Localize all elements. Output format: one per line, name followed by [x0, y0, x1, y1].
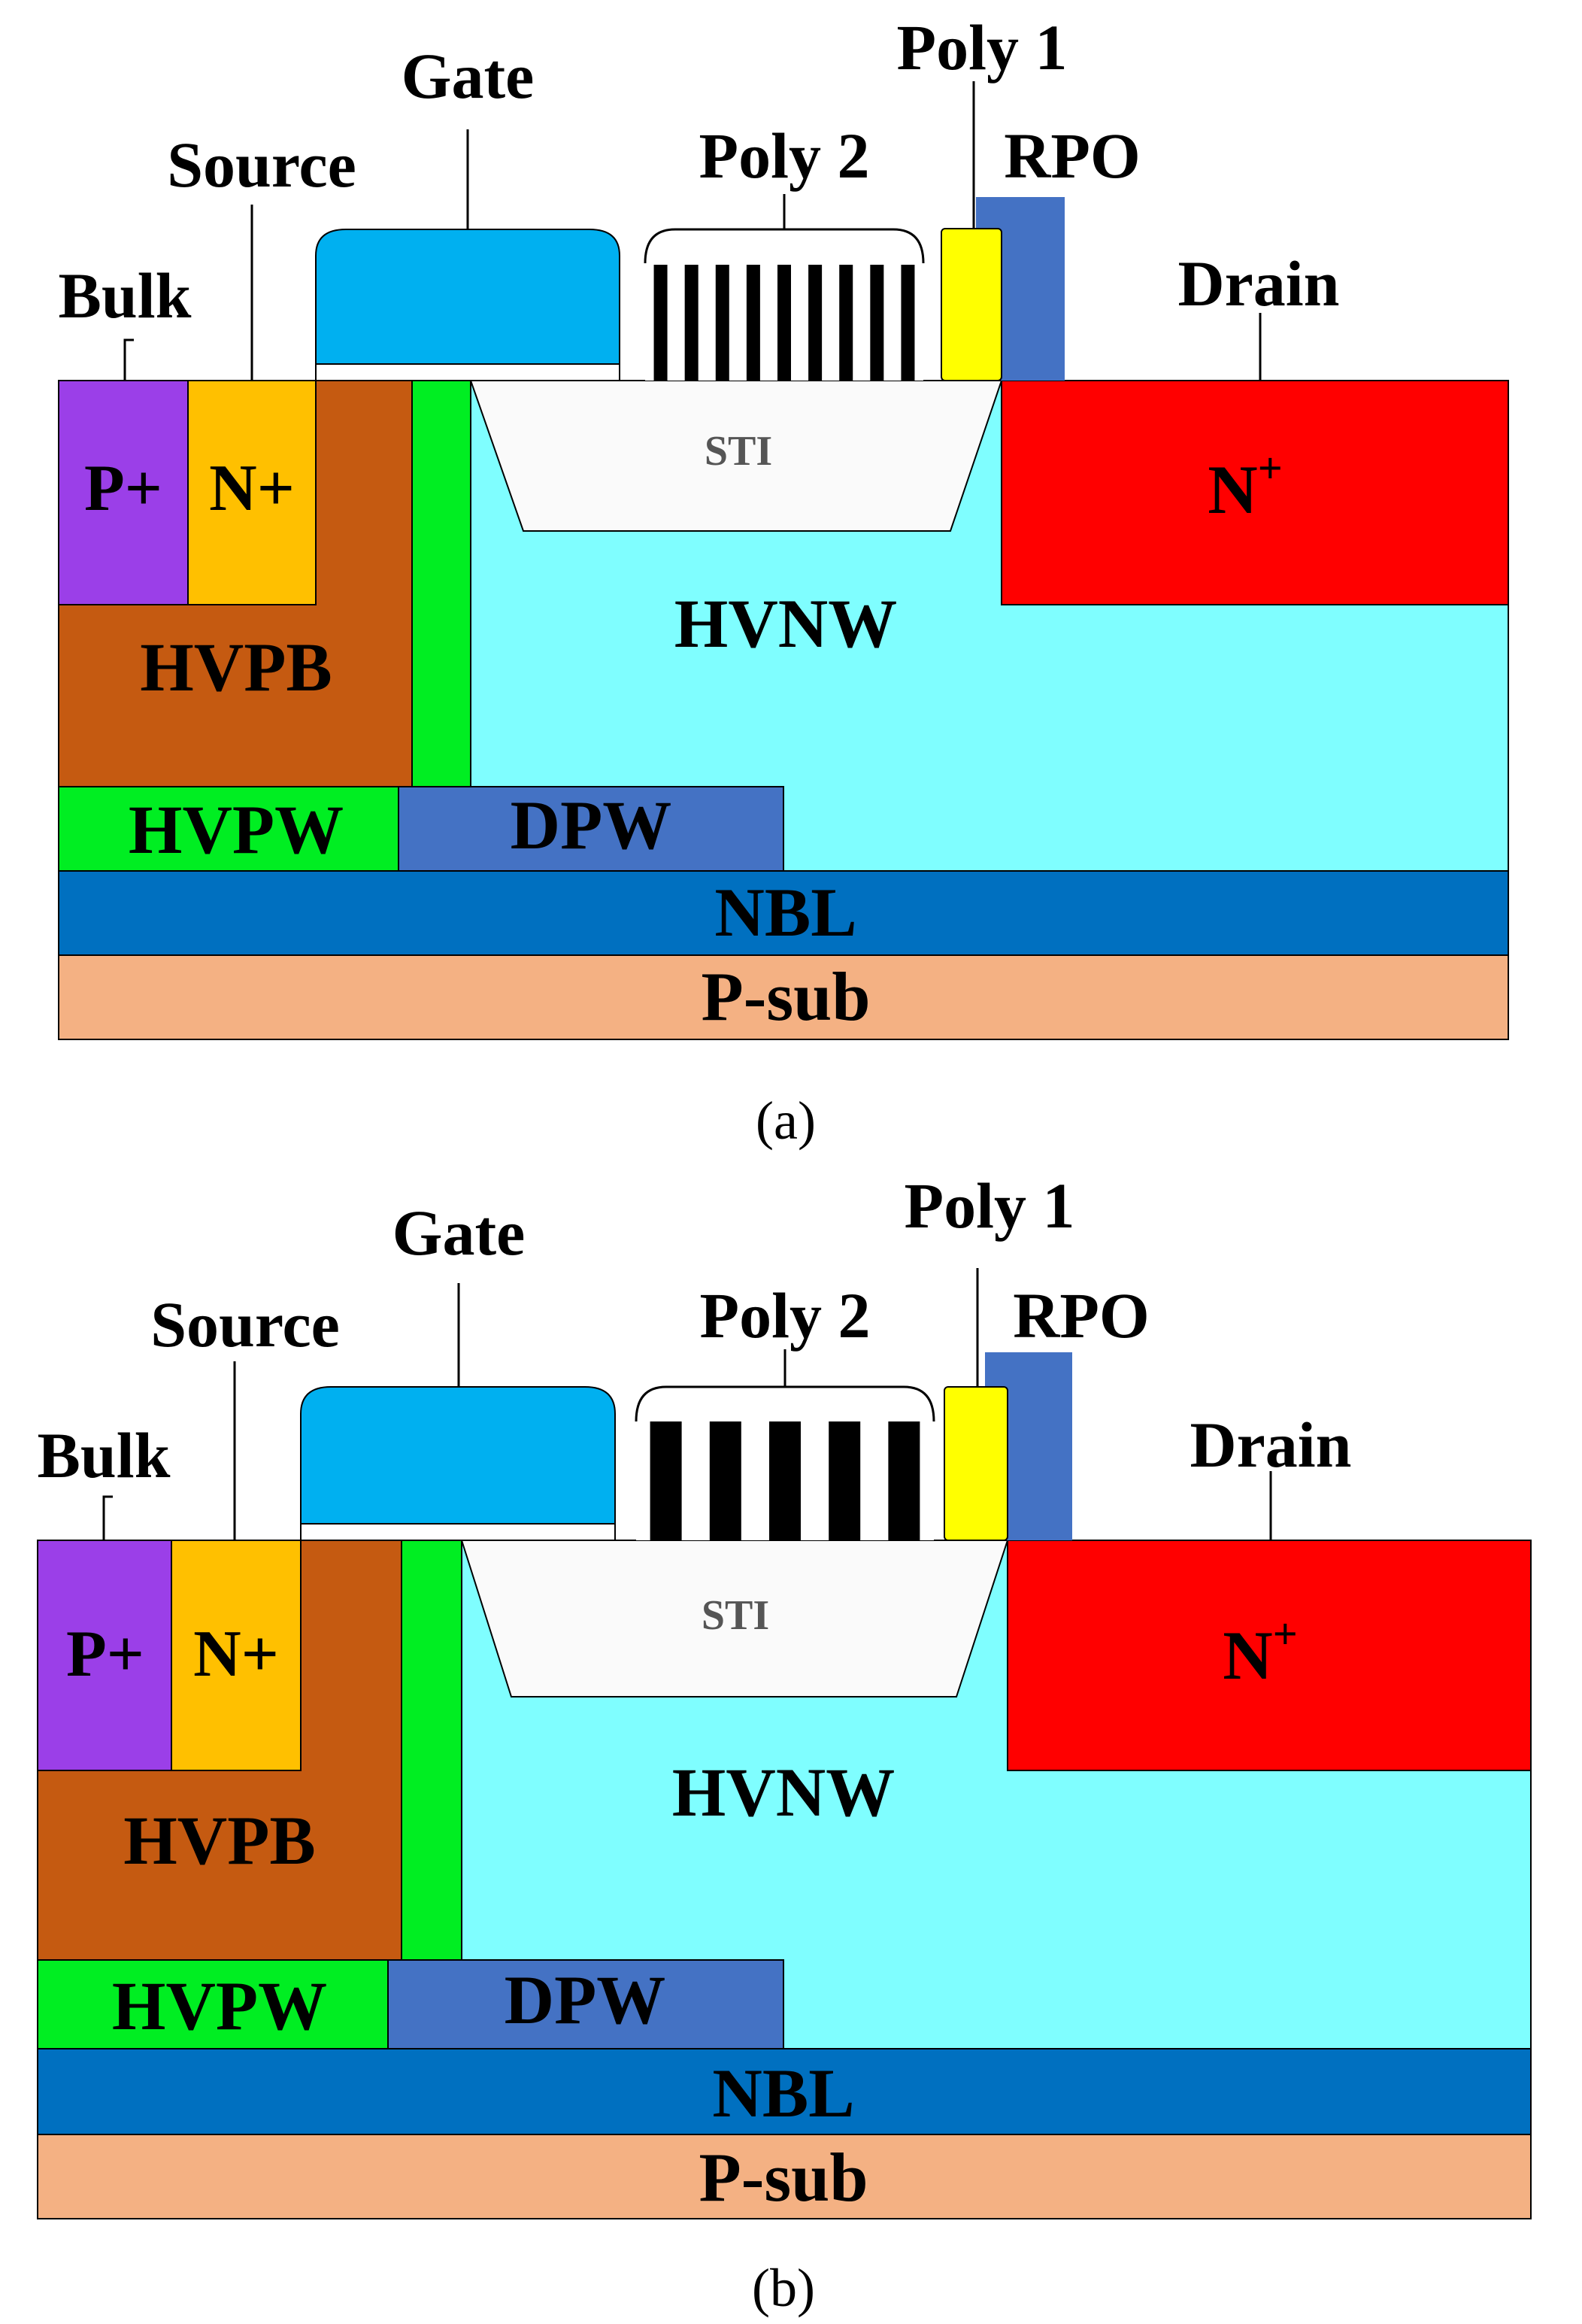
poly2-stripe [888, 1421, 920, 1540]
drain-label: Drain [1190, 1409, 1352, 1481]
bulk-label: Bulk [38, 1419, 171, 1491]
nbl-label: NBL [714, 874, 856, 951]
hvpw-region [58, 786, 399, 872]
green-strip [411, 380, 471, 787]
poly2-label: Poly 2 [700, 1279, 871, 1352]
gate-label: Gate [392, 1197, 526, 1269]
p-sub-region [37, 2134, 1532, 2219]
bulk-label: Bulk [59, 259, 192, 332]
poly2-stripe [715, 265, 729, 381]
p-plus-region [58, 380, 189, 605]
hvpw-region [37, 1959, 389, 2049]
poly2-stripe [650, 1421, 682, 1540]
poly1-label: Poly 1 [897, 11, 1068, 83]
dpw-region [398, 786, 784, 872]
poly2-bracket [635, 1385, 935, 1422]
rpo-label: RPO [1004, 120, 1141, 192]
poly2-stripe [746, 265, 760, 381]
gate-oxide [300, 1523, 616, 1541]
poly2-stripe [769, 1421, 801, 1540]
poly2-stripe [829, 1421, 861, 1540]
poly2-stripe [901, 265, 915, 381]
nbl-label: NBL [712, 2055, 854, 2131]
hvpb-label: HVPB [140, 629, 332, 705]
source-label: Source [167, 129, 356, 201]
cross-section-b: Gate Source Bulk Poly 2 Poly 1 RPO Drain… [37, 1170, 1532, 2318]
n-plus-label: N+ [193, 1618, 279, 1691]
n-plus-drain-main: N [1223, 1617, 1272, 1694]
hvnw-label: HVNW [672, 1754, 895, 1831]
poly2-stripe [684, 265, 699, 381]
source-label: Source [150, 1288, 340, 1361]
gate-poly [315, 229, 620, 365]
dpw-label: DPW [511, 787, 672, 863]
n-plus-drain-main: N [1208, 451, 1257, 528]
dpw-region [387, 1959, 784, 2049]
nbl-region [37, 2048, 1532, 2135]
poly2-label: Poly 2 [699, 120, 870, 192]
drain-label: Drain [1178, 247, 1340, 320]
p-plus-label: P+ [66, 1618, 144, 1691]
sti-label: STI [702, 1592, 769, 1639]
hvnw-label: HVNW [674, 585, 897, 662]
caption-b: (b) [752, 2258, 815, 2318]
n-plus-drain-label: N+ [1223, 1610, 1298, 1694]
poly2-stripe [870, 265, 884, 381]
hvpw-label: HVPW [129, 791, 344, 868]
cross-section-a: Gate Source Bulk Poly 2 Poly 1 RPO Drain… [58, 11, 1509, 1151]
hvpw-label: HVPW [112, 1968, 327, 2044]
bulk-leader [123, 338, 134, 381]
p-plus-region [37, 1540, 172, 1771]
n-plus-drain-sup: + [1258, 444, 1283, 493]
poly1-label: Poly 1 [905, 1170, 1075, 1242]
poly2-stripe [653, 265, 668, 381]
poly2-stripes [645, 265, 923, 381]
n-plus-drain-sup: + [1273, 1610, 1298, 1658]
gate-poly [300, 1386, 616, 1525]
poly2-stripes [636, 1421, 934, 1540]
n-plus-drain-region [1007, 1540, 1532, 1771]
dpw-label: DPW [505, 1961, 666, 2038]
hvpb-label: HVPB [123, 1802, 316, 1879]
p-sub-region [58, 954, 1509, 1040]
gate-oxide [315, 363, 620, 381]
p-plus-label: P+ [84, 452, 162, 525]
bulk-leader [102, 1495, 113, 1540]
psub-label: P-sub [699, 2139, 868, 2216]
n-plus-drain-label: N+ [1208, 444, 1283, 528]
poly1-block [941, 228, 1002, 381]
gate-label: Gate [402, 40, 535, 112]
psub-label: P-sub [702, 958, 871, 1035]
green-strip [401, 1540, 462, 1961]
caption-a: (a) [756, 1091, 816, 1151]
n-plus-source-region [171, 1540, 302, 1771]
n-plus-label: N+ [209, 452, 295, 525]
n-plus-drain-region [1001, 380, 1509, 605]
poly2-stripe [777, 265, 791, 381]
poly2-stripe [808, 265, 823, 381]
rpo-label: RPO [1013, 1279, 1150, 1352]
poly2-stripe [839, 265, 853, 381]
n-plus-source-region [187, 380, 317, 605]
sti-label: STI [705, 428, 772, 475]
poly1-block [944, 1386, 1008, 1541]
poly2-bracket [644, 228, 925, 264]
nbl-region [58, 870, 1509, 956]
poly2-stripe [709, 1421, 741, 1540]
